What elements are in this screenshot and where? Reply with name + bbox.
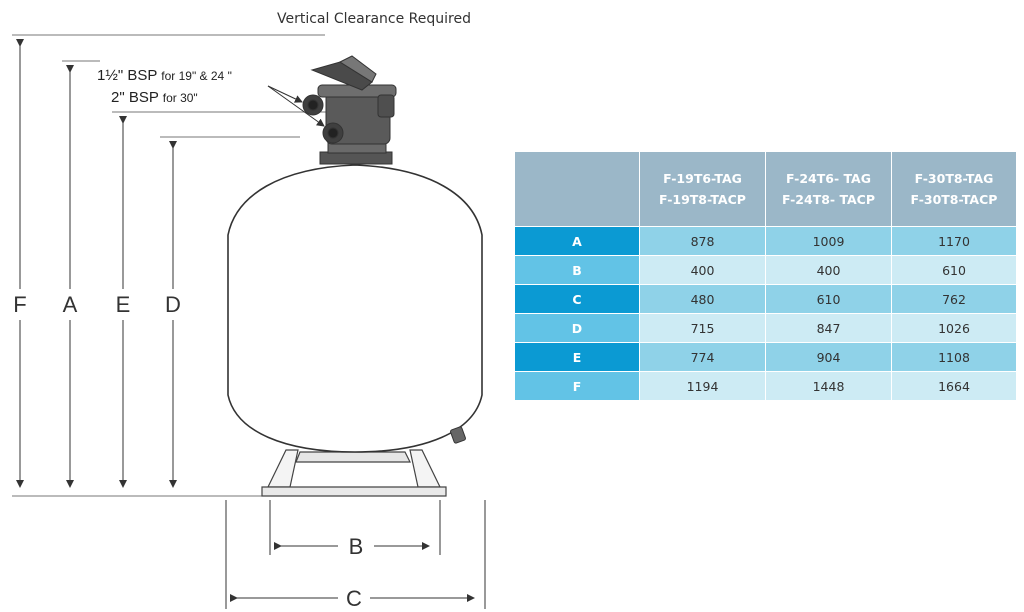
cell-d-24: 847 <box>765 313 892 343</box>
table-row: B 400 400 610 <box>514 255 1017 285</box>
cell-b-19: 400 <box>639 255 766 285</box>
row-label-c: C <box>514 284 640 314</box>
header-model-24: F-24T6- TAG F-24T8- TACP <box>765 151 892 227</box>
cell-a-30: 1170 <box>891 226 1017 256</box>
table-row: A 878 1009 1170 <box>514 226 1017 256</box>
header-model-19: F-19T6-TAG F-19T8-TACP <box>639 151 766 227</box>
cell-b-30: 610 <box>891 255 1017 285</box>
table-row: F 1194 1448 1664 <box>514 371 1017 401</box>
cell-d-30: 1026 <box>891 313 1017 343</box>
dimension-line-b <box>269 500 441 555</box>
dimension-letter-d: D <box>165 292 181 317</box>
dimension-letter-a: A <box>62 292 78 317</box>
dimensions-table: F-19T6-TAG F-19T8-TACP F-24T6- TAG F-24T… <box>514 151 1017 401</box>
dimension-letter-c: C <box>346 586 362 611</box>
header-model-24-line2: F-24T8- TACP <box>781 192 876 207</box>
cell-e-24: 904 <box>765 342 892 372</box>
table-row: D 715 847 1026 <box>514 313 1017 343</box>
header-model-19-line2: F-19T8-TACP <box>659 192 746 207</box>
cell-a-24: 1009 <box>765 226 892 256</box>
header-model-30-line1: F-30T8-TAG <box>914 171 994 186</box>
cell-f-19: 1194 <box>639 371 766 401</box>
bsp-label-19-24: 1½" BSP for 19" & 24 " <box>97 67 232 84</box>
bsp-label-19-24-sub: for 19" & 24 " <box>161 69 232 83</box>
table-row: C 480 610 762 <box>514 284 1017 314</box>
header-model-19-line1: F-19T6-TAG <box>663 171 742 186</box>
vertical-clearance-title: Vertical Clearance Required <box>277 11 471 27</box>
sand-filter-diagram <box>12 34 486 609</box>
dimension-line-c <box>225 500 486 609</box>
table-row: E 774 904 1108 <box>514 342 1017 372</box>
header-model-30-line2: F-30T8-TACP <box>910 192 998 207</box>
dimension-letter-b: B <box>348 534 364 559</box>
bsp-label-30-main: 2" BSP <box>111 89 159 106</box>
cell-f-24: 1448 <box>765 371 892 401</box>
cell-c-19: 480 <box>639 284 766 314</box>
bsp-leader-arrows <box>267 85 325 127</box>
table-header-row: F-19T6-TAG F-19T8-TACP F-24T6- TAG F-24T… <box>514 151 1017 227</box>
row-label-d: D <box>514 313 640 343</box>
filter-legs <box>261 449 447 497</box>
cell-b-24: 400 <box>765 255 892 285</box>
cell-a-19: 878 <box>639 226 766 256</box>
header-model-24-line1: F-24T6- TAG <box>786 171 871 186</box>
row-label-b: B <box>514 255 640 285</box>
bsp-label-19-24-main: 1½" BSP <box>97 67 158 84</box>
cell-f-30: 1664 <box>891 371 1017 401</box>
row-label-f: F <box>514 371 640 401</box>
bsp-label-30: 2" BSP for 30" <box>111 89 198 106</box>
drain-plug <box>450 426 466 444</box>
cell-e-19: 774 <box>639 342 766 372</box>
cell-d-19: 715 <box>639 313 766 343</box>
cell-c-24: 610 <box>765 284 892 314</box>
multiport-valve <box>302 55 397 165</box>
cell-e-30: 1108 <box>891 342 1017 372</box>
bsp-label-30-sub: for 30" <box>162 91 198 105</box>
row-label-e: E <box>514 342 640 372</box>
dimension-letter-f: F <box>13 292 27 317</box>
header-model-30: F-30T8-TAG F-30T8-TACP <box>891 151 1017 227</box>
header-corner-cell <box>514 151 640 227</box>
filter-tank <box>227 164 483 453</box>
dimension-letter-e: E <box>115 292 131 317</box>
row-label-a: A <box>514 226 640 256</box>
cell-c-30: 762 <box>891 284 1017 314</box>
